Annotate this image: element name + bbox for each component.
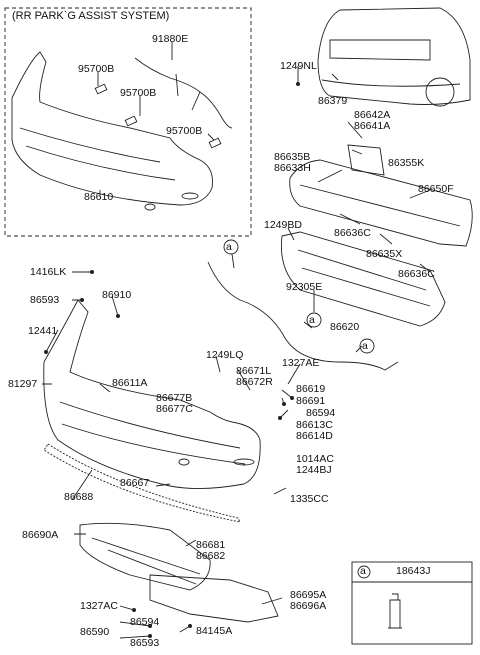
label-84145A: 84145A: [196, 625, 233, 637]
label-86594-2: 86594: [130, 616, 160, 628]
label-86614D: 86614D: [296, 430, 333, 442]
absorber-86650F: [289, 159, 473, 247]
park-assist-box: [4, 7, 252, 237]
label-86636C-2: 86636C: [398, 268, 435, 280]
label-86696A: 86696A: [290, 600, 327, 612]
bumper-cover-lower: [43, 299, 261, 490]
label-86688: 86688: [64, 491, 94, 503]
callout-a-2: a: [309, 314, 315, 326]
label-86672R: 86672R: [236, 376, 273, 388]
label-86677B: 86677B: [156, 392, 193, 404]
label-86613C: 86613C: [296, 419, 333, 431]
label-1416LK: 1416LK: [30, 266, 67, 278]
label-1014AC: 1014AC: [296, 453, 334, 465]
under-cover-86695A: [149, 574, 279, 623]
label-86594-1: 86594: [306, 407, 336, 419]
label-86635X: 86635X: [366, 248, 403, 260]
label-86691: 86691: [296, 395, 326, 407]
label-86910: 86910: [102, 289, 132, 301]
wire-92305E: [207, 261, 399, 371]
label-86620: 86620: [330, 321, 360, 333]
stay-86642A: [347, 144, 385, 176]
label-1335CC: 1335CC: [290, 493, 329, 505]
label-86695A: 86695A: [290, 589, 327, 601]
label-86636C-1: 86636C: [334, 227, 371, 239]
label-86677C: 86677C: [156, 403, 193, 415]
label-86682: 86682: [196, 550, 226, 562]
label-1249NL: 1249NL: [280, 60, 317, 72]
label-95700B-2: 95700B: [120, 87, 157, 99]
label-1244BJ: 1244BJ: [296, 464, 332, 476]
legend-part-number: 18643J: [396, 565, 431, 577]
label-86635B: 86635B: [274, 151, 311, 163]
label-1249LQ: 1249LQ: [206, 349, 244, 361]
under-cover-86681: [79, 522, 211, 591]
car-rear: [317, 7, 471, 105]
bumper-cover-upper: [11, 51, 213, 206]
label-1327AE: 1327AE: [282, 357, 320, 369]
label-86593-1: 86593: [30, 294, 60, 306]
label-86619: 86619: [296, 383, 326, 395]
label-12441: 12441: [28, 325, 58, 337]
legend-callout-a: a: [360, 565, 366, 577]
label-86633H: 86633H: [274, 162, 311, 174]
molding-86688: [43, 443, 241, 523]
label-95700B-3: 95700B: [166, 125, 203, 137]
label-86379: 86379: [318, 95, 348, 107]
label-95700B-1: 95700B: [78, 63, 115, 75]
legend-box: [351, 561, 473, 645]
label-86681: 86681: [196, 539, 226, 551]
label-86642A: 86642A: [354, 109, 391, 121]
label-86690A: 86690A: [22, 529, 59, 541]
label-86671L: 86671L: [236, 365, 272, 377]
label-86593-2: 86593: [130, 637, 160, 649]
label-86611A: 86611A: [112, 377, 148, 389]
label-86650F: 86650F: [418, 183, 454, 195]
label-92305E: 92305E: [286, 281, 323, 293]
label-1249BD: 1249BD: [264, 219, 302, 231]
label-91880E: 91880E: [152, 33, 189, 45]
label-1327AC: 1327AC: [80, 600, 118, 612]
section-title: (RR PARK`G ASSIST SYSTEM): [12, 10, 170, 22]
label-81297: 81297: [8, 378, 38, 390]
label-86667: 86667: [120, 477, 150, 489]
label-86610: 86610: [84, 191, 114, 203]
callout-a-1: a: [226, 241, 232, 253]
callout-a-3: a: [362, 340, 368, 352]
label-86355K: 86355K: [388, 157, 425, 169]
absorber-86620: [280, 231, 446, 327]
label-86641A: 86641A: [354, 120, 391, 132]
label-86590: 86590: [80, 626, 110, 638]
